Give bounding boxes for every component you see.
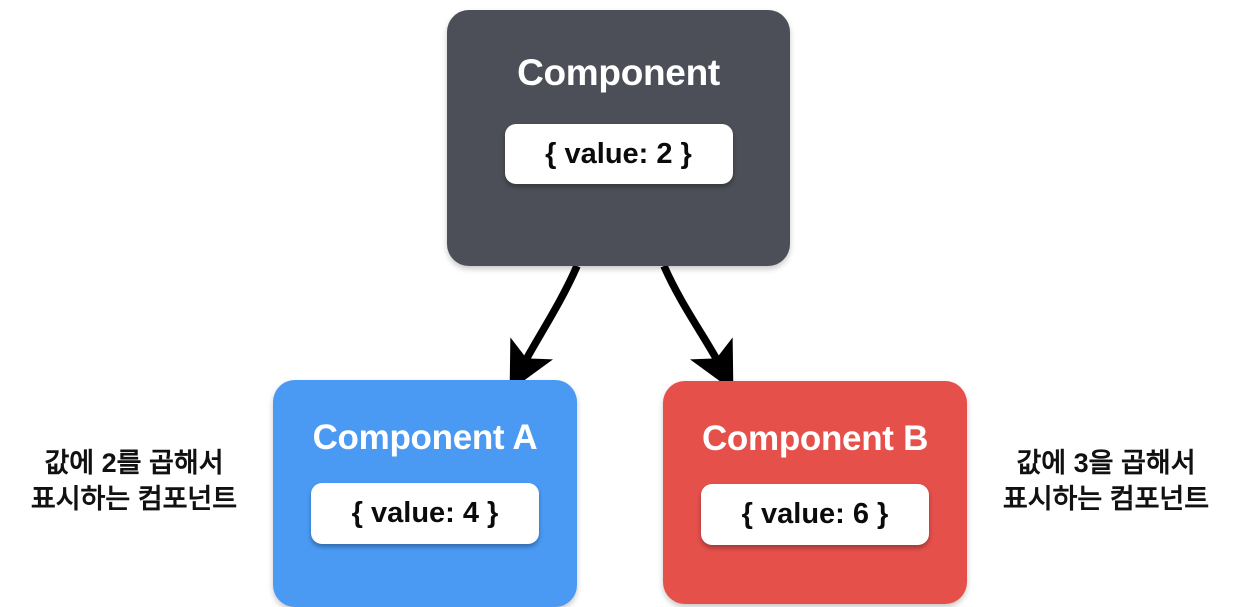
node-component-a[interactable]: Component A { value: 4 } bbox=[273, 380, 577, 607]
annotation-right-line2: 표시하는 컴포넌트 bbox=[1002, 483, 1210, 514]
node-b-state-pill: { value: 6 } bbox=[701, 484, 929, 545]
node-component-b[interactable]: Component B { value: 6 } bbox=[663, 381, 967, 604]
connector-root-to-child-b bbox=[660, 264, 734, 391]
annotation-right: 값에 3을 곱해서 표시하는 컴포넌트 bbox=[977, 446, 1235, 517]
node-root-title: Component bbox=[517, 52, 720, 93]
node-root-state-pill: { value: 2 } bbox=[504, 124, 733, 184]
node-component-root[interactable]: Component { value: 2 } bbox=[447, 10, 790, 266]
node-a-title: Component A bbox=[312, 418, 538, 457]
annotation-left-line2: 표시하는 컴포넌트 bbox=[30, 483, 238, 514]
annotation-left: 값에 2를 곱해서 표시하는 컴포넌트 bbox=[6, 446, 262, 517]
node-root-state-text: { value: 2 } bbox=[545, 137, 692, 170]
node-a-state-text: { value: 4 } bbox=[351, 497, 499, 529]
connector-root-to-child-a bbox=[509, 264, 581, 391]
node-b-state-text: { value: 6 } bbox=[741, 498, 889, 530]
annotation-right-line1: 값에 3을 곱해서 bbox=[1016, 448, 1196, 478]
node-b-title: Component B bbox=[701, 419, 929, 458]
annotation-left-line1: 값에 2를 곱해서 bbox=[44, 448, 224, 478]
node-a-state-pill: { value: 4 } bbox=[311, 483, 539, 544]
